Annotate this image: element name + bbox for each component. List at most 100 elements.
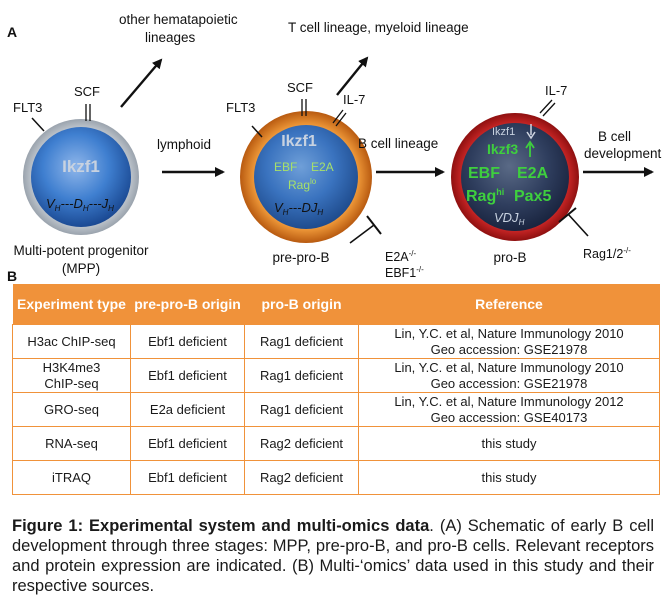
panel-a-label: A — [7, 24, 17, 40]
prepro-il7-receptor-b — [335, 112, 347, 127]
b-cell-dev-label-1: B cell — [598, 129, 631, 144]
cell-prepro-origin: Ebf1 deficient — [130, 426, 245, 461]
mpp-flt3-receptor — [31, 117, 45, 132]
mpp-segment-j-sub: H — [108, 204, 114, 213]
mpp-cell-core — [31, 127, 131, 227]
prepro-rag-text: Rag — [288, 178, 310, 192]
prepro-segment-dj: ---DJ — [288, 200, 317, 215]
block-ebf1-label: EBF1-/- — [385, 265, 424, 280]
prepro-branch-arrow — [336, 56, 369, 96]
prob-e2a-label: E2A — [517, 165, 549, 182]
cell-prob-origin: Rag2 deficient — [244, 460, 359, 495]
mpp-segment-v-sub: H — [55, 204, 61, 213]
reference-line-2: Geo accession: GSE40173 — [430, 409, 588, 425]
cell-prob-origin: Rag1 deficient — [244, 358, 359, 393]
cell-prepro-origin: Ebf1 deficient — [130, 358, 245, 393]
prob-rag-text: Rag — [466, 188, 496, 205]
header-reference: Reference — [358, 284, 660, 325]
mpp-segment-d: ---D — [60, 196, 82, 211]
reference-line-1: Lin, Y.C. et al, Nature Immunology 2010 — [394, 325, 624, 341]
block-ebf1-sup: -/- — [416, 265, 424, 274]
b-cell-dev-label-2: development — [584, 146, 662, 161]
block-rag-sup: -/- — [623, 246, 631, 255]
mpp-branch-arrow — [120, 58, 163, 108]
prepro-block-bar — [366, 215, 382, 235]
mpp-segment-j: ---J — [89, 196, 109, 211]
mpp-segment-d-sub: H — [83, 204, 89, 213]
cell-experiment-type: GRO-seq — [12, 392, 131, 427]
reference-line-2: Geo accession: GSE21978 — [430, 375, 588, 391]
pro-b-cell-core — [461, 123, 569, 231]
prepro-segment-v: V — [274, 200, 284, 215]
reference-line-1: Lin, Y.C. et al, Nature Immunology 2010 — [394, 359, 624, 375]
prepro-scf-label: SCF — [287, 80, 313, 95]
cell-prob-origin: Rag1 deficient — [244, 324, 359, 359]
table-header-row: Experiment type pre-pro-B origin pro-B o… — [12, 284, 660, 325]
prepro-block-line — [349, 224, 375, 244]
cell-experiment-type: RNA-seq — [12, 426, 131, 461]
prob-ikzf1-label: Ikzf1 — [492, 126, 515, 138]
mpp-flt3-label: FLT3 — [13, 100, 42, 115]
prepro-ikzf1-label: Ikzf1 — [281, 133, 317, 150]
cell-prob-origin: Rag2 deficient — [244, 426, 359, 461]
panel-b-label: B — [7, 268, 17, 284]
b-cell-lineage-label: B cell lineage — [358, 136, 438, 151]
header-experiment-type: Experiment type — [12, 284, 131, 325]
cell-reference: this study — [358, 426, 660, 461]
figure-caption: Figure 1: Experimental system and multi-… — [12, 516, 654, 596]
mpp-segments: VH---DH---JH — [46, 196, 114, 213]
prepro-caption: pre-pro-B — [272, 250, 329, 265]
prob-il7-receptor-b — [542, 102, 556, 117]
caption-text: . (A) Schematic of early B cell developm… — [12, 517, 655, 595]
prepro-rag-sup: lo — [310, 177, 317, 186]
cell-prepro-origin: Ebf1 deficient — [130, 460, 245, 495]
header-prob-origin: pro-B origin — [244, 284, 359, 325]
lymphoid-label: lymphoid — [157, 137, 211, 152]
prepro-flt3-label: FLT3 — [226, 100, 255, 115]
reference-line-1: Lin, Y.C. et al, Nature Immunology 2012 — [394, 393, 624, 409]
block-rag-text: Rag1/2 — [583, 247, 623, 261]
mpp-segment-v: V — [46, 196, 56, 211]
prob-rag-sup: hi — [496, 187, 504, 197]
caption-bold: Figure 1: Experimental system and multi-… — [12, 517, 430, 535]
mpp-scf-label: SCF — [74, 84, 100, 99]
prepro-segment-v-sub: H — [283, 208, 289, 217]
prob-rag-label: Raghi — [466, 187, 504, 205]
prepro-rag-label: Raglo — [288, 177, 317, 192]
mpp-caption-1: Multi-potent progenitor — [13, 243, 149, 258]
cell-prepro-origin: E2a deficient — [130, 392, 245, 427]
prepro-branch-label: T cell lineage, myeloid lineage — [288, 20, 469, 35]
prepro-ebf-label: EBF — [274, 160, 297, 174]
prob-ikzf3-label: Ikzf3 — [487, 141, 518, 157]
mpp-branch-label-1: other hematapoietic — [119, 12, 238, 27]
panel-a-diagram: A other hematapoietic lineages SCF FLT3 … — [7, 12, 662, 284]
block-e2a-sup: -/- — [409, 249, 417, 258]
block-e2a-text: E2A — [385, 250, 409, 264]
prob-il7-label: IL-7 — [545, 83, 567, 98]
prepro-segments: VH---DJH — [274, 200, 323, 217]
experiment-table: Experiment type pre-pro-B origin pro-B o… — [12, 284, 660, 495]
prob-caption: pro-B — [493, 250, 526, 265]
cell-experiment-type: H3ac ChIP-seq — [12, 324, 131, 359]
mpp-branch-label-2: lineages — [145, 30, 196, 45]
prepro-segment-dj-sub: H — [317, 208, 323, 217]
prob-segment-vdj-sub: H — [519, 218, 525, 227]
prepro-flt3-receptor — [251, 125, 263, 138]
reference-line-2: Geo accession: GSE21978 — [430, 341, 588, 357]
mpp-ikzf1-label: Ikzf1 — [62, 157, 100, 176]
block-rag-label: Rag1/2-/- — [583, 246, 631, 261]
prob-block-line — [567, 213, 589, 237]
reference-line-1: this study — [481, 469, 537, 485]
prepro-b-cell-core — [254, 125, 358, 229]
cell-prob-origin: Rag1 deficient — [244, 392, 359, 427]
prepro-e2a-label: E2A — [311, 160, 334, 174]
prob-block-bar — [558, 207, 577, 223]
